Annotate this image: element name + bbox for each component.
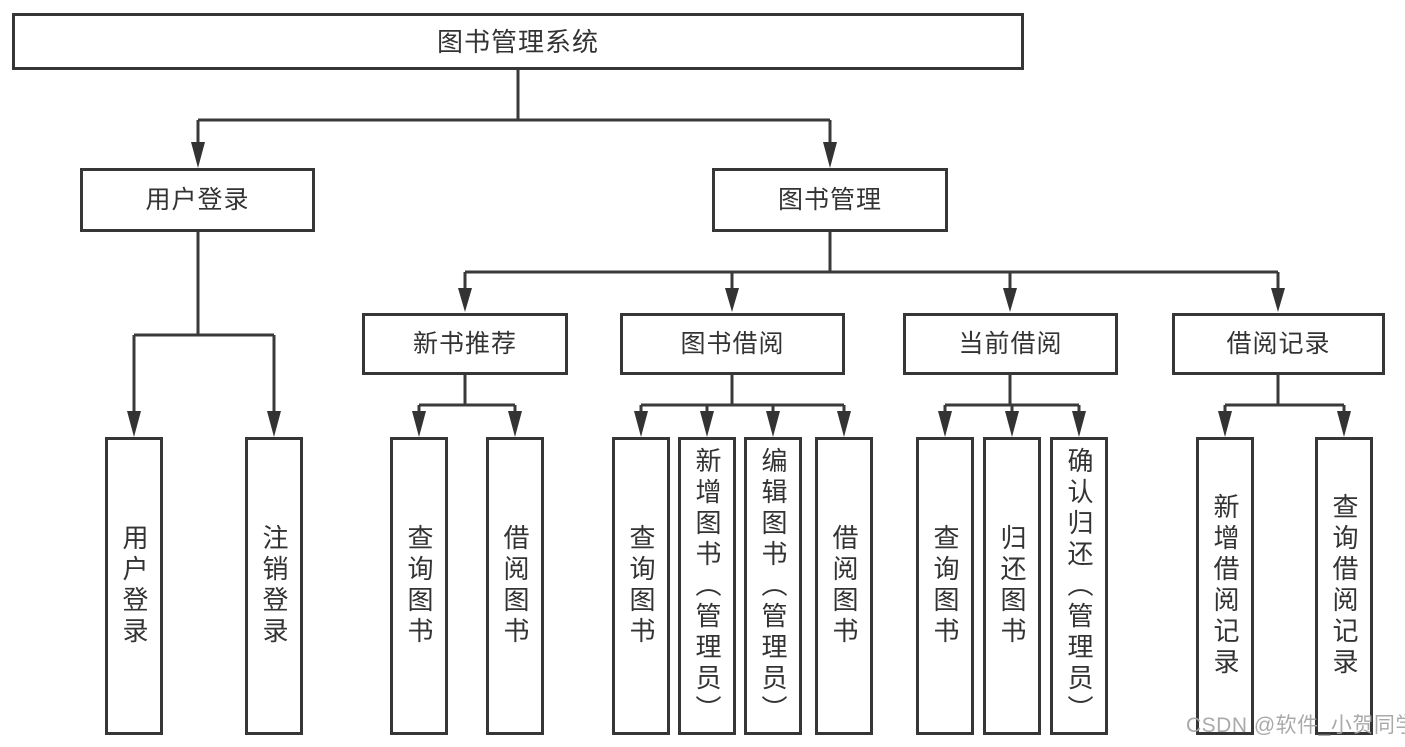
node-label: 编辑图书（管理员） <box>758 446 788 726</box>
node-label: 借阅图书 <box>500 524 530 648</box>
connector-newbook-to-leaves <box>412 375 522 437</box>
leaf-query-books-3: 查询图书 <box>916 437 974 735</box>
node-label: 借阅记录 <box>1226 329 1331 358</box>
leaf-borrow-books-1: 借阅图书 <box>486 437 544 735</box>
node-current-borrowing: 当前借阅 <box>903 313 1118 375</box>
leaf-query-books-2: 查询图书 <box>612 437 670 735</box>
node-label: 借阅图书 <box>829 524 859 648</box>
leaf-query-borrow-record: 查询借阅记录 <box>1315 437 1373 735</box>
connector-root-to-level2 <box>191 70 837 168</box>
node-label: 查询图书 <box>404 524 434 648</box>
node-label: 用户登录 <box>119 524 149 648</box>
node-label: 图书管理 <box>777 185 882 214</box>
node-label: 新增借阅记录 <box>1210 493 1240 679</box>
connector-records-to-leaves <box>1218 375 1351 437</box>
node-library-management-system: 图书管理系统 <box>12 13 1024 70</box>
node-label: 用户登录 <box>145 185 250 214</box>
node-label: 图书管理系统 <box>436 26 599 57</box>
node-borrowing-records: 借阅记录 <box>1172 313 1385 375</box>
leaf-logout: 注销登录 <box>245 437 303 735</box>
leaf-confirm-return-admin: 确认归还（管理员） <box>1050 437 1108 735</box>
node-book-management: 图书管理 <box>712 168 948 232</box>
node-user-login: 用户登录 <box>80 168 315 232</box>
leaf-borrow-books-2: 借阅图书 <box>815 437 873 735</box>
leaf-user-login: 用户登录 <box>105 437 163 735</box>
leaf-add-books-admin: 新增图书（管理员） <box>678 437 736 735</box>
csdn-watermark: CSDN @软件_小贺同学 <box>1186 714 1405 737</box>
node-book-borrowing: 图书借阅 <box>620 313 845 375</box>
node-label: 查询借阅记录 <box>1329 493 1359 679</box>
node-label: 注销登录 <box>259 524 289 648</box>
node-label: 查询图书 <box>626 524 656 648</box>
node-label: 当前借阅 <box>958 329 1063 358</box>
node-label: 新书推荐 <box>412 329 517 358</box>
node-label: 查询图书 <box>930 524 960 648</box>
leaf-edit-books-admin: 编辑图书（管理员） <box>744 437 802 735</box>
node-label: 归还图书 <box>997 524 1027 648</box>
connector-borrowing-to-leaves <box>634 375 851 437</box>
node-label: 新增图书（管理员） <box>692 446 722 726</box>
node-label: 确认归还（管理员） <box>1064 446 1094 726</box>
leaf-query-books-1: 查询图书 <box>390 437 448 735</box>
leaf-add-borrow-record: 新增借阅记录 <box>1196 437 1254 735</box>
connector-userlogin-to-leaves <box>127 232 281 437</box>
leaf-return-books: 归还图书 <box>983 437 1041 735</box>
connector-current-to-leaves <box>938 375 1086 437</box>
node-new-book-recommend: 新书推荐 <box>362 313 568 375</box>
node-label: 图书借阅 <box>680 329 785 358</box>
connector-bookmgmt-to-level3 <box>458 232 1285 312</box>
